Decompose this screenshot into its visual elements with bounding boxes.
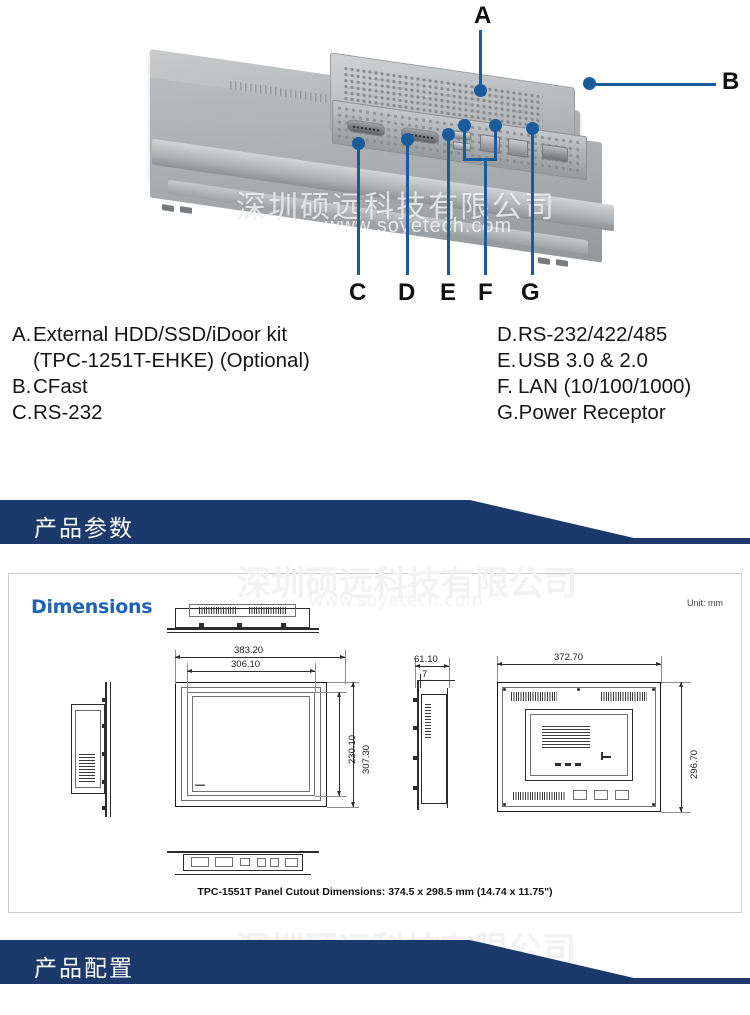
callout-bracket-f bbox=[463, 158, 497, 161]
callout-label-a: A bbox=[474, 2, 492, 29]
section-banner-config: 产品配置 bbox=[0, 940, 750, 984]
callout-dot-e bbox=[442, 128, 455, 141]
callout-line-e bbox=[447, 133, 450, 275]
legend-key-g: G. bbox=[497, 401, 519, 424]
dim-side-lip: 7 bbox=[422, 669, 428, 680]
dim-front-height-outer: 307.30 bbox=[361, 744, 372, 774]
dim-front-width-outer: 383.20 bbox=[234, 645, 264, 656]
legend-column-left: A. External HDD/SSD/iDoor kit (TPC-1251T… bbox=[12, 322, 310, 426]
dimensions-panel: 深圳硕远科技有限公司 www.soyetech.com Dimensions U… bbox=[8, 564, 742, 913]
dim-rear-height: 296.70 bbox=[689, 749, 700, 779]
legend-key-f: F. bbox=[497, 375, 513, 398]
port-lan2-icon bbox=[508, 137, 528, 158]
section-banner-specs: 产品参数 bbox=[0, 500, 750, 544]
callout-label-e: E bbox=[440, 279, 457, 306]
callout-line-f bbox=[484, 158, 487, 275]
watermark-faint-company: 深圳硕远科技有限公司 bbox=[237, 564, 577, 604]
callout-line-g bbox=[531, 127, 534, 275]
watermark-faint-url: www.soyetech.com bbox=[309, 590, 483, 611]
banner-label-specs: 产品参数 bbox=[34, 516, 134, 542]
unit-label: Unit: mm bbox=[687, 598, 723, 608]
legend-item-e: E. USB 3.0 & 2.0 bbox=[497, 348, 691, 374]
port-lan1-icon bbox=[480, 133, 500, 154]
device-mount-tab bbox=[556, 259, 568, 267]
callout-line-a bbox=[479, 30, 482, 92]
dimensions-title: Dimensions bbox=[31, 596, 153, 618]
dim-rear-width: 372.70 bbox=[554, 652, 584, 663]
banner-underline bbox=[0, 538, 750, 544]
callout-label-c: C bbox=[349, 279, 367, 306]
legend-text-a: External HDD/SSD/iDoor kit bbox=[33, 323, 288, 346]
legend-item-f: F. LAN (10/100/1000) bbox=[497, 374, 691, 400]
legend-item-a: A. External HDD/SSD/iDoor kit bbox=[12, 322, 310, 348]
legend-item-g: G. Power Receptor bbox=[497, 400, 691, 426]
device-mount-tab bbox=[180, 206, 192, 214]
legend-key-d: D. bbox=[497, 323, 518, 346]
callout-dot-a bbox=[474, 84, 487, 97]
legend-item-d: D. RS-232/422/485 bbox=[497, 322, 691, 348]
legend-text-d: RS-232/422/485 bbox=[518, 323, 668, 346]
legend-item-a-cont: (TPC-1251T-EHKE) (Optional) bbox=[33, 349, 310, 372]
callout-label-d: D bbox=[398, 279, 416, 306]
callout-line-b bbox=[588, 83, 716, 86]
legend-text-b: CFast bbox=[33, 375, 88, 398]
callout-dot-c bbox=[352, 137, 365, 150]
callout-line-d bbox=[406, 138, 409, 275]
callout-label-b: B bbox=[722, 68, 740, 95]
product-photo-area: 深圳硕远科技有限公司 www.soyetech.com A B C D E F bbox=[0, 0, 750, 310]
callout-dot-d bbox=[401, 133, 414, 146]
device-rear-illustration bbox=[150, 49, 630, 267]
dim-front-width-inner: 306.10 bbox=[231, 659, 261, 670]
legend-key-a: A. bbox=[12, 323, 32, 346]
dimensions-caption: TPC-1551T Panel Cutout Dimensions: 374.5… bbox=[197, 886, 553, 898]
callout-dot-b bbox=[583, 77, 596, 90]
port-legend: A. External HDD/SSD/iDoor kit (TPC-1251T… bbox=[0, 318, 750, 458]
legend-item-b: B. CFast bbox=[12, 374, 310, 400]
legend-text-c: RS-232 bbox=[33, 401, 103, 424]
legend-text-f: LAN (10/100/1000) bbox=[518, 375, 692, 398]
legend-key-e: E. bbox=[497, 349, 517, 372]
device-mount-tab bbox=[538, 257, 550, 265]
callout-label-f: F bbox=[478, 279, 493, 306]
legend-item-c: C. RS-232 bbox=[12, 400, 310, 426]
legend-text-g: Power Receptor bbox=[518, 401, 666, 424]
banner-label-config: 产品配置 bbox=[34, 956, 134, 982]
legend-key-c: C. bbox=[12, 401, 33, 424]
callout-line-f-right bbox=[494, 124, 497, 160]
legend-column-right: D. RS-232/422/485 E. USB 3.0 & 2.0 F. LA… bbox=[497, 322, 691, 426]
callout-dot-g bbox=[526, 122, 539, 135]
dim-side-depth: 61.10 bbox=[414, 654, 438, 665]
banner-underline bbox=[0, 978, 750, 984]
legend-key-b: B. bbox=[12, 375, 32, 398]
callout-line-c bbox=[357, 142, 360, 275]
legend-text-e: USB 3.0 & 2.0 bbox=[518, 349, 648, 372]
device-mount-tab bbox=[162, 204, 174, 212]
callout-line-f-left bbox=[463, 124, 466, 160]
callout-dot-f1 bbox=[458, 119, 471, 132]
callout-label-g: G bbox=[521, 279, 540, 306]
callout-dot-f2 bbox=[489, 119, 502, 132]
